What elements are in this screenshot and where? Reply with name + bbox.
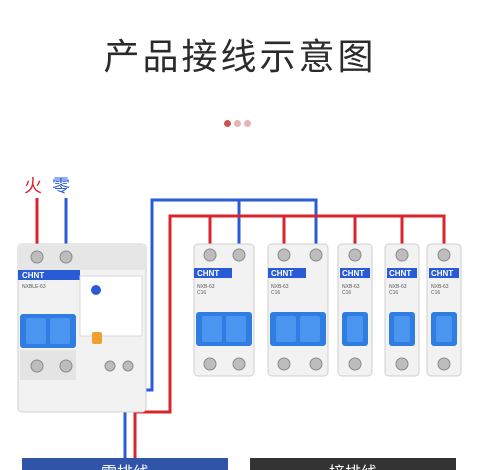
svg-text:NXB-63: NXB-63 <box>389 284 407 290</box>
legend-neutral: 零排线 <box>22 458 228 470</box>
live-bus-wire <box>133 214 446 470</box>
dot-active <box>224 120 231 127</box>
svg-text:NXB-63: NXB-63 <box>342 284 360 290</box>
dot <box>244 120 251 127</box>
svg-text:CHNT: CHNT <box>389 269 411 278</box>
mcb-1p-3: CHNT NXB-63 C16 <box>426 243 462 377</box>
svg-text:C16: C16 <box>389 290 398 296</box>
rcbo-breaker: CHNT NXBLE-63 <box>17 243 147 413</box>
svg-text:C16: C16 <box>342 290 351 296</box>
legend-live: 接排线 <box>250 458 456 470</box>
live-label: 火 <box>24 176 42 197</box>
pagination-dots <box>224 120 264 128</box>
mcb-2p-2: CHNT NXB-63 C16 <box>267 243 329 377</box>
svg-text:CHNT: CHNT <box>431 269 453 278</box>
mcb-model: NXB-63 <box>197 284 215 290</box>
mcb-1p-2: CHNT NXB-63 C16 <box>384 243 420 377</box>
mcb-rating: C16 <box>197 290 206 296</box>
page-title: 产品接线示意图 <box>103 37 377 78</box>
svg-text:CHNT: CHNT <box>342 269 364 278</box>
svg-text:C16: C16 <box>431 290 440 296</box>
rcbo-model: NXBLE-63 <box>22 284 46 290</box>
neutral-label: 零 <box>52 176 70 197</box>
svg-text:NXB-63: NXB-63 <box>431 284 449 290</box>
mcb-1p-1: CHNT NXB-63 C16 <box>337 243 373 377</box>
mcb-brand: CHNT <box>197 269 219 278</box>
rcbo-brand: CHNT <box>22 271 44 280</box>
mcb-2p-1: CHNT NXB-63 C16 <box>193 243 255 377</box>
svg-text:C16: C16 <box>271 290 280 296</box>
dot <box>234 120 241 127</box>
svg-text:CHNT: CHNT <box>271 269 293 278</box>
svg-text:NXB-63: NXB-63 <box>271 284 289 290</box>
